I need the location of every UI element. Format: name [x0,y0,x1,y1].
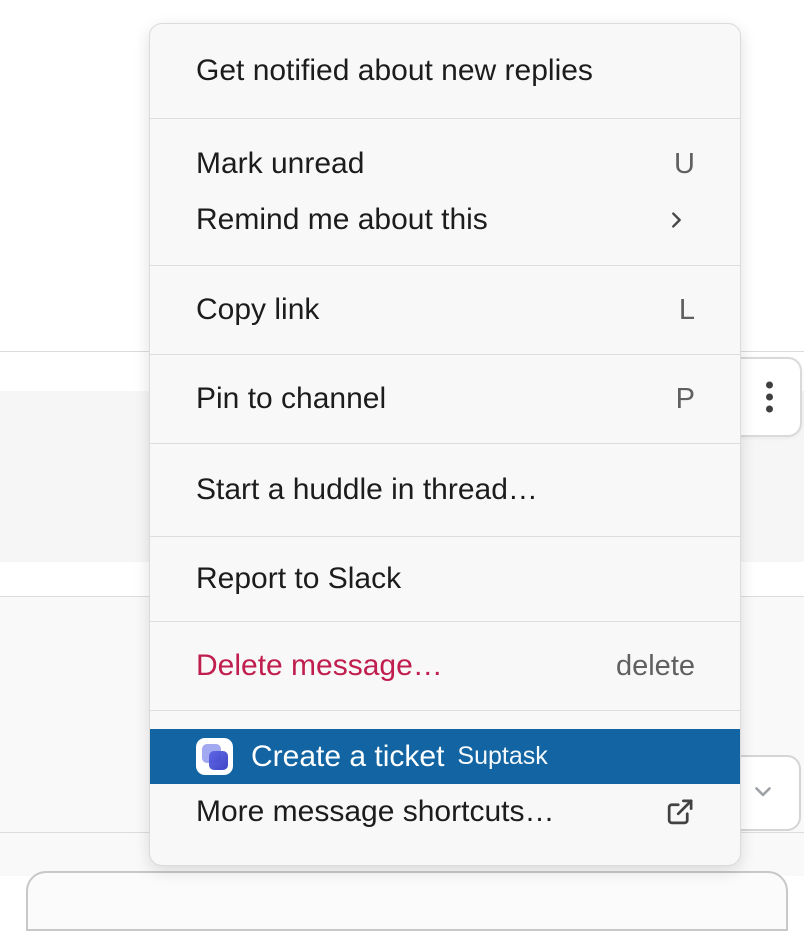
menu-item-label: More message shortcuts… [196,795,555,828]
kebab-dot [766,381,773,389]
menu-item-remind-me[interactable]: Remind me about this [150,192,740,248]
chevron-right-icon [672,212,681,228]
suptask-app-icon [196,738,233,775]
chevron-down-icon [755,787,771,797]
menu-item-label: Create a ticket [251,739,445,773]
menu-item-create-ticket-suptask[interactable]: Create a ticket Suptask [150,729,740,784]
menu-item-more-shortcuts[interactable]: More message shortcuts… [150,784,740,840]
menu-item-copy-link[interactable]: Copy link L [150,282,740,338]
menu-group: Report to Slack [150,536,740,621]
menu-item-label: Remind me about this [196,203,488,236]
menu-group: Mark unread U Remind me about this [150,118,740,265]
external-link-icon [667,799,693,824]
slack-screen: Get notified about new replies Mark unre… [0,23,804,931]
menu-item-label: Mark unread [196,147,365,180]
menu-item-report-to-slack[interactable]: Report to Slack [150,551,740,607]
kebab-dot [766,405,773,413]
menu-item-mark-unread[interactable]: Mark unread U [150,136,740,192]
menu-item-shortcut: delete [615,649,695,682]
menu-group: Pin to channel P [150,354,740,443]
more-actions-icon[interactable] [766,381,773,413]
menu-group: Copy link L [150,265,740,354]
menu-item-label: Delete message… [196,649,443,682]
menu-group: Get notified about new replies [150,24,740,118]
menu-group: Start a huddle in thread… [150,443,740,536]
menu-item-start-huddle[interactable]: Start a huddle in thread… [150,462,740,518]
menu-item-get-notified[interactable]: Get notified about new replies [150,43,740,99]
message-context-menu: Get notified about new replies Mark unre… [149,23,741,866]
menu-item-pin-to-channel[interactable]: Pin to channel P [150,371,740,427]
menu-item-label: Get notified about new replies [196,54,593,87]
app-name-label: Suptask [457,742,548,770]
menu-item-shortcut: L [678,293,695,326]
menu-item-shortcut: U [674,147,695,180]
menu-item-label: Start a huddle in thread… [196,473,538,506]
message-composer[interactable] [26,871,788,931]
menu-item-shortcut: P [675,382,695,415]
suptask-icon-dark-square [209,751,228,770]
kebab-dot [766,393,773,401]
menu-group: Delete message… delete [150,621,740,710]
menu-group: Create a ticket Suptask More message sho… [150,710,740,863]
menu-item-label: Copy link [196,293,320,326]
menu-item-delete-message[interactable]: Delete message… delete [150,638,740,694]
menu-item-label: Report to Slack [196,562,402,595]
menu-item-label: Pin to channel [196,382,387,415]
